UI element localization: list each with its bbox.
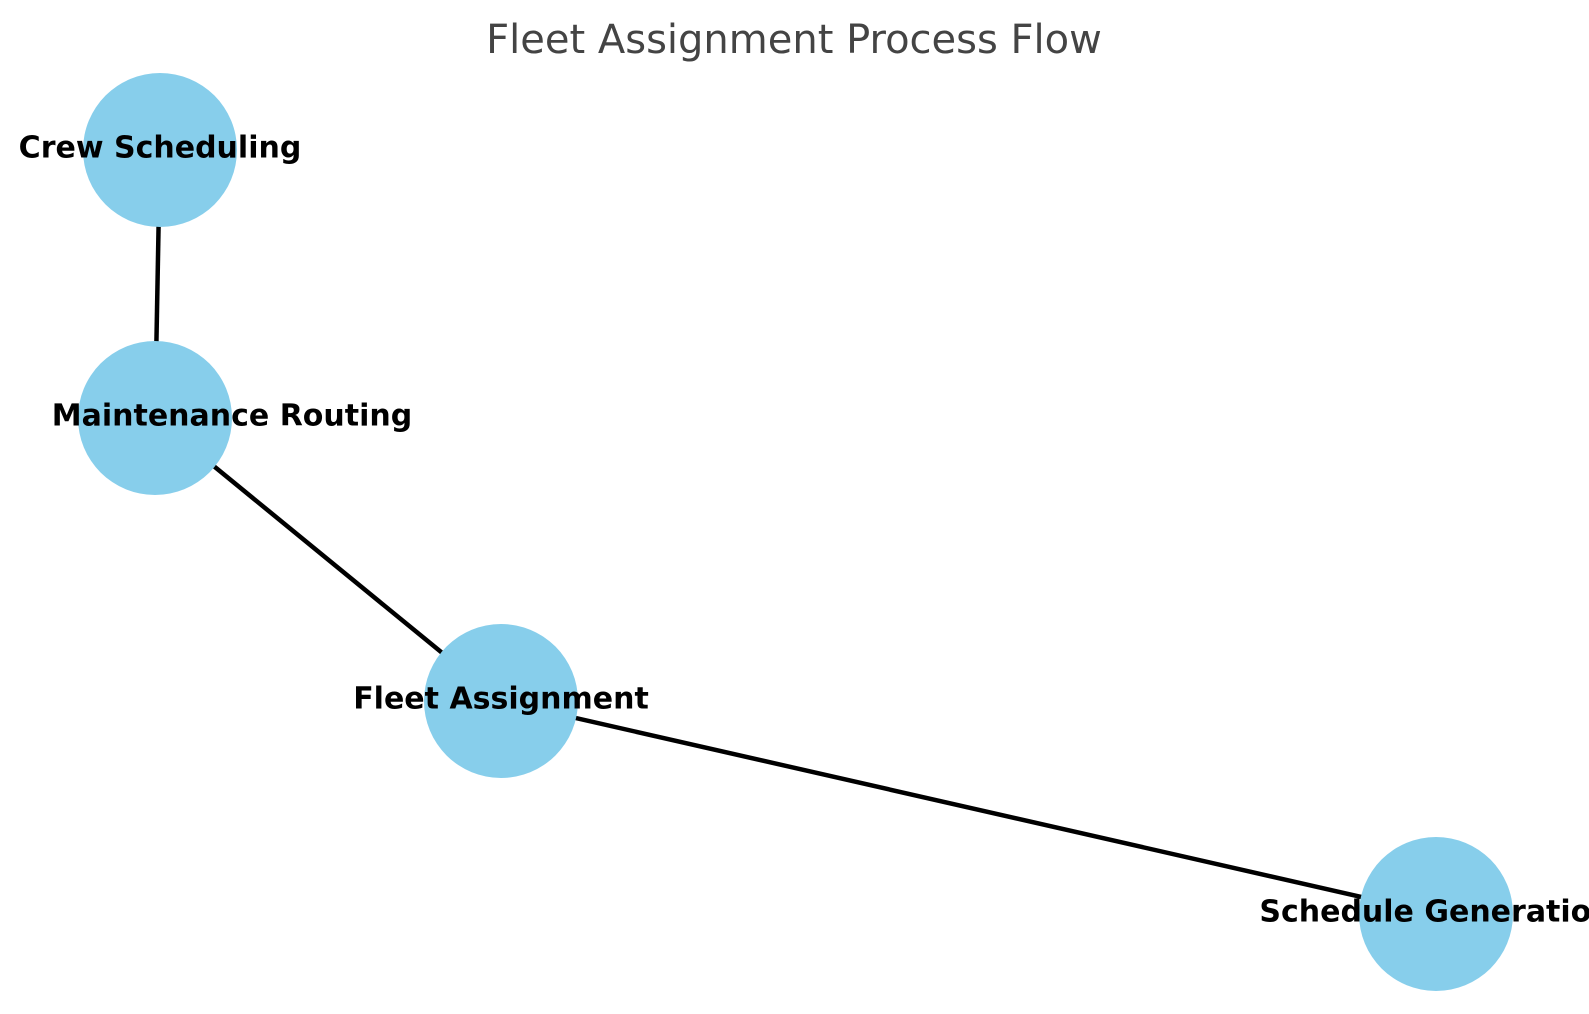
node-crew-scheduling[interactable]	[83, 73, 237, 227]
node-label-maintenance-routing: Maintenance Routing	[52, 399, 412, 434]
nodes-layer	[78, 73, 1513, 991]
labels-layer: Crew Scheduling Maintenance Routing Flee…	[19, 131, 1589, 930]
node-label-schedule-generation: Schedule Generation	[1259, 895, 1589, 930]
diagram-title: Fleet Assignment Process Flow	[486, 17, 1102, 63]
node-label-crew-scheduling: Crew Scheduling	[19, 131, 302, 166]
node-maintenance-routing[interactable]	[78, 341, 232, 495]
node-fleet-assignment[interactable]	[424, 624, 578, 778]
node-schedule-generation[interactable]	[1359, 837, 1513, 991]
node-label-fleet-assignment: Fleet Assignment	[353, 682, 649, 717]
edge-fleet-to-schedule	[500, 698, 1437, 917]
